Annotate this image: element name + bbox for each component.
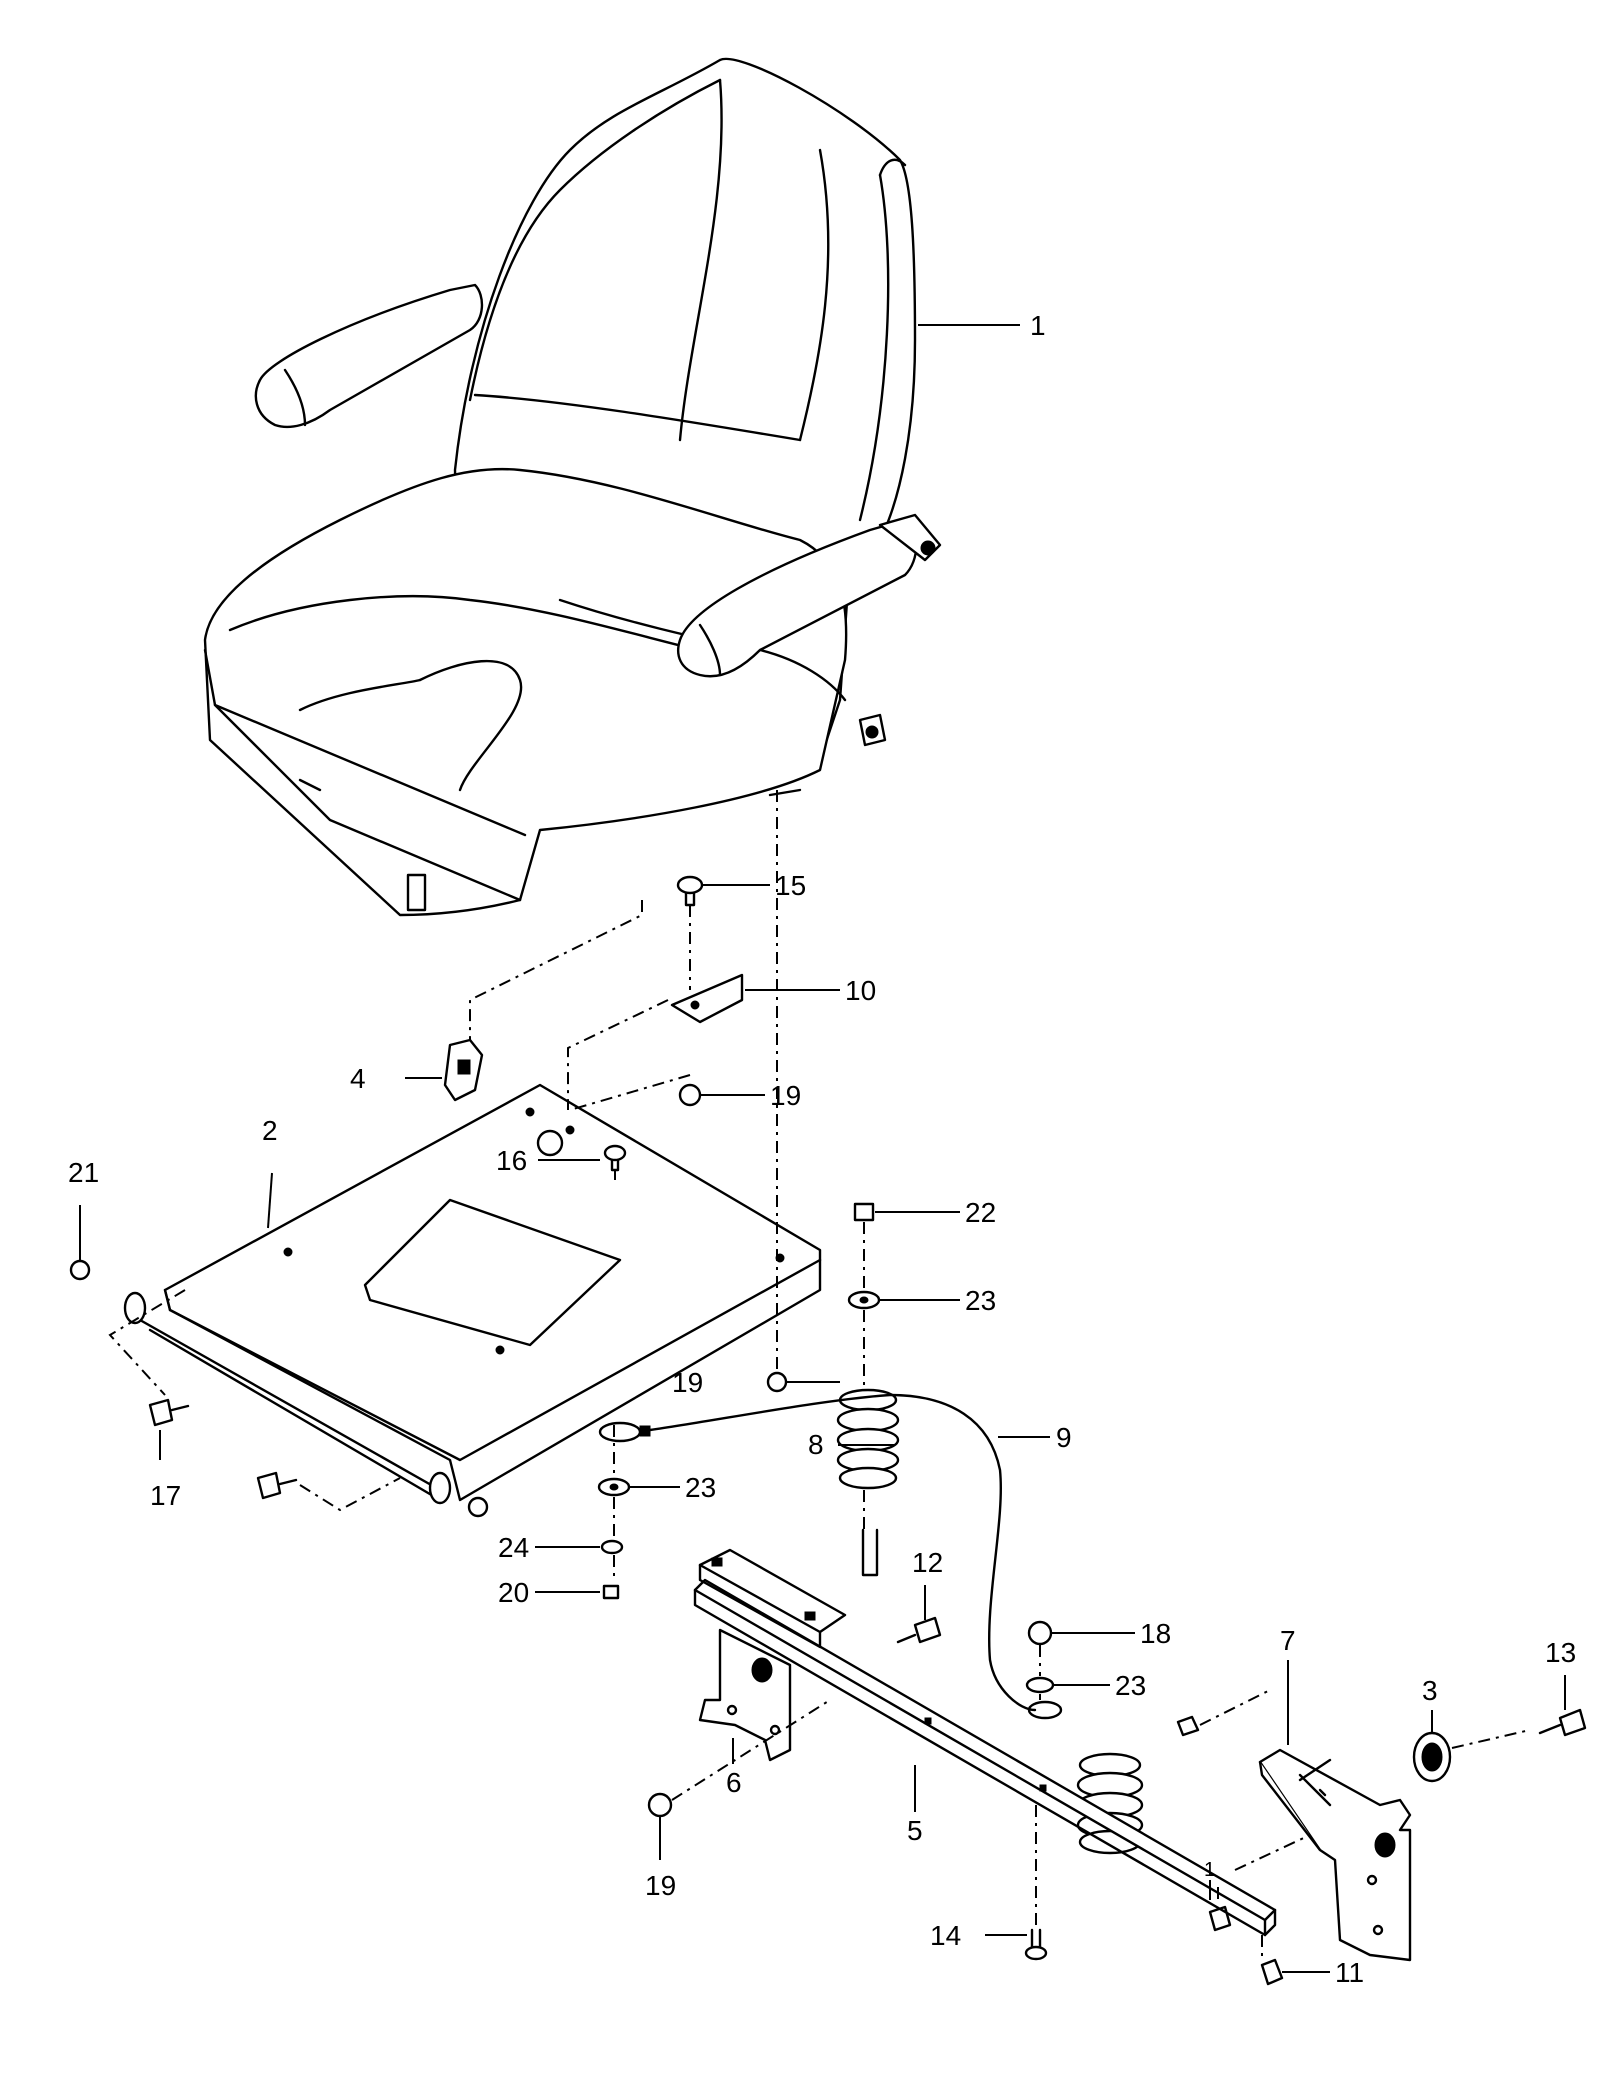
callout-8: 8: [808, 1429, 824, 1460]
callout-15: 15: [775, 870, 806, 901]
callout-10: 10: [845, 975, 876, 1006]
callout-24: 24: [498, 1532, 529, 1563]
callout-3: 3: [1422, 1675, 1438, 1706]
assembly-lines: [108, 790, 1531, 1958]
seat-pan: [123, 1083, 822, 1505]
seat: [203, 57, 942, 917]
callout-19-upper: 19: [770, 1080, 801, 1111]
callout-19-middle: 19: [672, 1367, 703, 1398]
hardware: [69, 875, 1587, 1986]
callouts: 1 2 3 4 5 6 7 8 9 10 11 12 13 14 15 16 1…: [68, 310, 1576, 1988]
callout-23-upper: 23: [965, 1285, 996, 1316]
callout-2: 2: [262, 1115, 278, 1146]
callout-16: 16: [496, 1145, 527, 1176]
callout-6: 6: [726, 1767, 742, 1798]
callout-9: 9: [1056, 1422, 1072, 1453]
callout-17: 17: [150, 1480, 181, 1511]
spring-8: [836, 1388, 900, 1490]
cable-9: [598, 1393, 1063, 1720]
callout-21: 21: [68, 1157, 99, 1188]
callout-23-lower: 23: [1115, 1670, 1146, 1701]
callout-12: 12: [912, 1547, 943, 1578]
leader-lines: [79, 324, 1566, 1973]
callout-22: 22: [965, 1197, 996, 1228]
callout-sub-1: 1: [1204, 1859, 1215, 1881]
callout-18: 18: [1140, 1618, 1171, 1649]
callout-5: 5: [907, 1815, 923, 1846]
callout-7: 7: [1280, 1625, 1296, 1656]
frame: [693, 1528, 1412, 1962]
callout-13: 13: [1545, 1637, 1576, 1668]
callout-1: 1: [1030, 310, 1046, 341]
callout-19-lower: 19: [645, 1870, 676, 1901]
callout-23-middle: 23: [685, 1472, 716, 1503]
callout-4: 4: [350, 1063, 366, 1094]
callout-11: 11: [1335, 1957, 1364, 1988]
callout-20: 20: [498, 1577, 529, 1608]
callout-14: 14: [930, 1920, 961, 1951]
